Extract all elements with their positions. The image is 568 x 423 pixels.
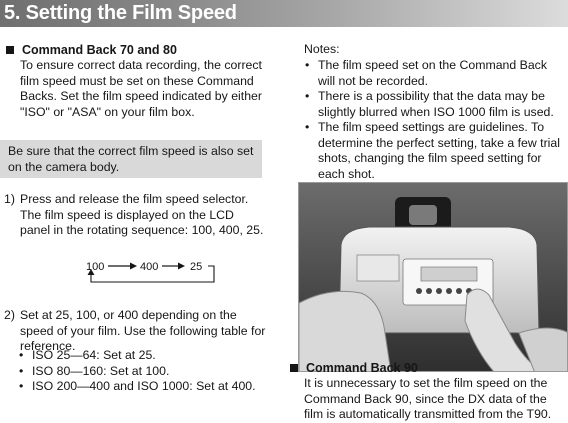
return-loop-line (90, 265, 215, 283)
arrow-head-icon (130, 262, 137, 270)
header-bar: 5. Setting the Film Speed (0, 0, 568, 27)
list-item: ISO 25—64: Set at 25. (16, 348, 266, 364)
command-back-90-title: Command Back 90 (306, 361, 418, 375)
command-back-70-80-title: Command Back 70 and 80 (22, 43, 177, 57)
film-speed-sequence-diagram: 100 400 25 (86, 261, 215, 283)
square-bullet-icon (6, 46, 14, 54)
sequence-value-100: 100 (86, 261, 104, 273)
step-1: 1) Press and release the film speed sele… (4, 192, 266, 239)
list-item: ISO 200—400 and ISO 1000: Set at 400. (16, 379, 266, 395)
page-title: 5. Setting the Film Speed (4, 2, 237, 24)
callout-text: Be sure that the correct film speed is a… (8, 144, 254, 174)
arrow-head-icon (178, 262, 185, 270)
command-back-90-heading: Command Back 90 (290, 360, 418, 376)
left-hand (299, 290, 392, 371)
lcd-panel (420, 266, 478, 282)
list-item: The film speed settings are guidelines. … (302, 120, 564, 182)
command-back-70-80-heading: Command Back 70 and 80 (6, 42, 177, 58)
command-back-90-text: It is unnecessary to set the film speed … (304, 376, 552, 421)
square-bullet-icon (290, 364, 298, 372)
camera-back-illustration (299, 183, 567, 371)
notes-heading: Notes: (304, 42, 340, 56)
command-back-buttons (416, 288, 472, 294)
camera-photo (298, 182, 568, 372)
command-back-70-80-text: To ensure correct data recording, the co… (20, 58, 262, 119)
reference-table-list: ISO 25—64: Set at 25. ISO 80—160: Set at… (16, 348, 266, 395)
list-item: ISO 80—160: Set at 100. (16, 364, 266, 380)
callout-box: Be sure that the correct film speed is a… (0, 140, 262, 178)
arrow-up-icon (87, 269, 95, 275)
step-number: 1) (4, 192, 15, 206)
step-text: Press and release the film speed selecto… (20, 192, 264, 237)
sequence-value-400: 400 (140, 261, 158, 273)
notes-list: The film speed set on the Command Back w… (302, 58, 564, 182)
step-number: 2) (4, 308, 15, 322)
list-item: There is a possibility that the data may… (302, 89, 564, 120)
sequence-value-25: 25 (190, 261, 202, 273)
list-item: The film speed set on the Command Back w… (302, 58, 564, 89)
